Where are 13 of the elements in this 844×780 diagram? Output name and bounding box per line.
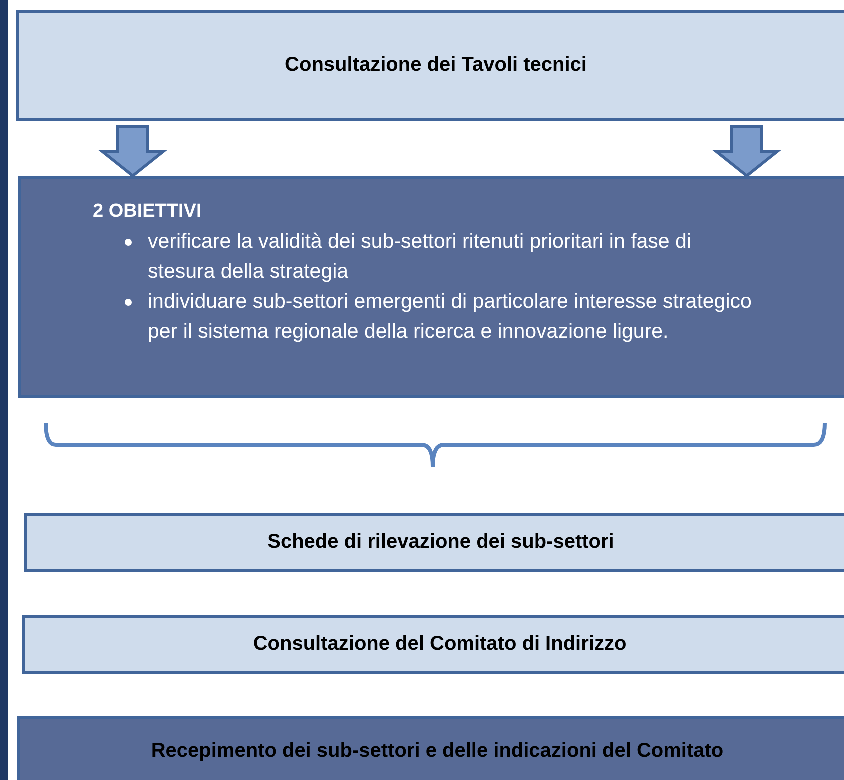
dark-process-box	[18, 176, 844, 398]
box-label: Schede di rilevazione dei sub-settori	[268, 531, 614, 554]
process-box	[24, 513, 844, 572]
block-arrow	[712, 126, 782, 178]
process-box	[22, 615, 844, 674]
bullet-text: individuare sub-settori emergenti di particolare interesse strategico per il sistema regionale della ricerca e innovazione ligure.	[148, 289, 753, 345]
box-label: Consultazione dei Tavoli tecnici	[285, 54, 587, 77]
dark-process-box	[17, 716, 844, 780]
heading: 2 OBIETTIVI	[93, 201, 202, 223]
block-arrow	[98, 126, 168, 178]
box-label: Consultazione del Comitato di Indirizzo	[253, 633, 627, 656]
box-label: Recepimento dei sub-settori e delle indicazioni del Comitato	[151, 740, 724, 762]
process-box	[16, 10, 844, 121]
